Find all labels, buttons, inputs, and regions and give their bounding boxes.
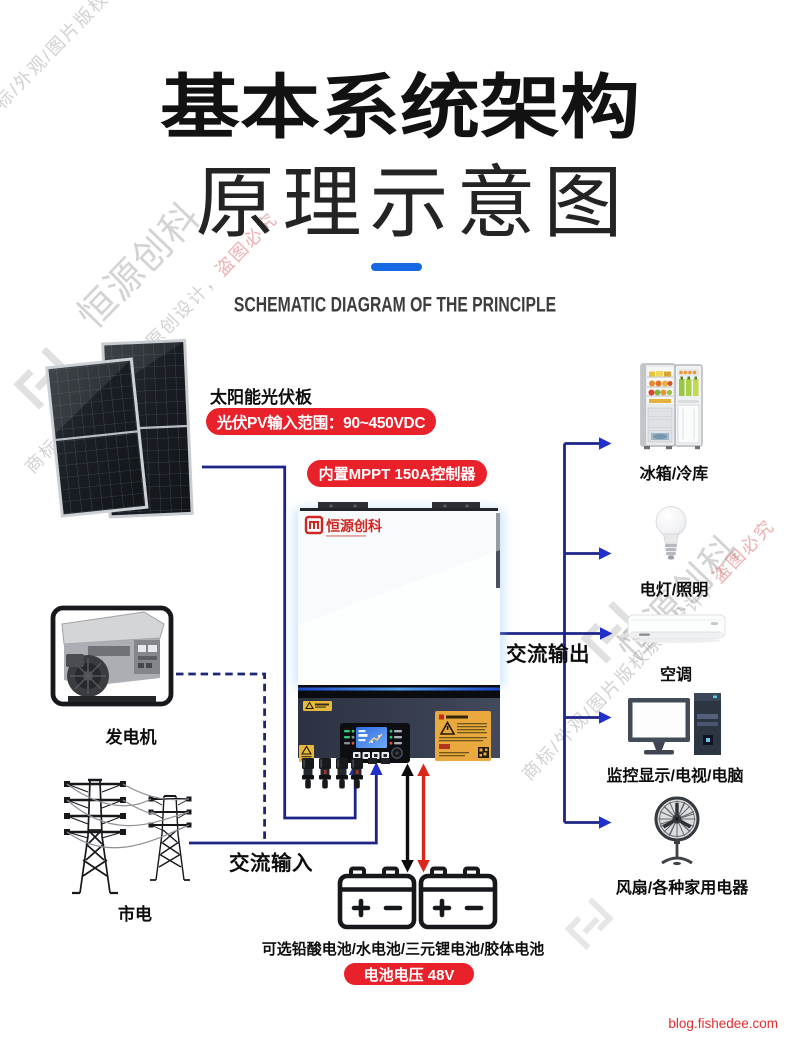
generator-label: 发电机 [105,728,157,747]
inverter-brand-text: 恒源创科 [326,518,382,534]
computer-tower [694,693,721,755]
fan-icon [654,796,700,866]
branch-light-arrowhead-icon [599,547,612,560]
ac-out-arrowhead-icon [600,627,613,640]
air-conditioner-icon [627,614,726,643]
power-towers-image [64,778,192,895]
battery-arrow-red-up-icon [417,763,430,776]
air-conditioner-label: 空调 [659,667,692,684]
battery-arrow-red-down-icon [417,860,430,873]
battery-icon [418,866,498,930]
title-divider [371,263,422,271]
inverter-mc4-connectors [302,758,390,789]
battery-arrow-black-up-icon [401,763,414,776]
computer-icon [628,693,721,755]
fan-label: 风扇/各种家用电器 [615,880,749,897]
battery-icon [337,866,417,930]
generator-image [50,605,174,707]
pv-input-range-badge: 光伏PV输入范围：90~450VDC [206,408,436,435]
ac-in-arrowhead-icon [370,762,383,775]
battery-options-label: 可选铅酸电池/水电池/三元锂电池/胶体电池 [261,941,545,958]
branch-fan-arrowhead-icon [599,816,612,829]
watermark-logo-icon [557,891,626,960]
light-bulb-icon [655,506,687,560]
branch-fridge-arrowhead-icon [599,437,612,450]
inverter-bracket [318,502,368,510]
ac-input-label: 交流输入 [229,852,313,875]
page-subtitle-english: SCHEMATIC DIAGRAM OF THE PRINCIPLE [233,292,557,317]
utility-grid-label: 市电 [118,905,152,924]
inverter-brand-logo [304,515,324,535]
site-credit: blog.fishedee.com [668,1016,778,1031]
light-bulb-label: 电灯/照明 [639,582,709,599]
inverter-qr-code [478,747,489,758]
branch-pc-arrowhead-icon [599,711,612,724]
ac-output-label: 交流输出 [506,643,590,666]
inverter-image: 恒源创科 [298,502,500,789]
mppt-controller-badge: 内置MPPT 150A控制器 [307,460,487,487]
inverter-lcd-screen [356,727,387,748]
pv-line [202,465,357,820]
battery-voltage-badge: 电池电压 48V [344,963,474,985]
computer-label: 监控显示/电视/电脑 [606,768,744,785]
battery-arrow-black-down-icon [401,860,414,873]
fridge-label: 冰箱/冷库 [639,466,709,483]
solar-panel-image [45,338,194,519]
generator-dashed-line [176,672,266,841]
inverter-caution-label [303,701,332,711]
ac-in-line [189,774,378,845]
page-subtitle: 原理示意图 [195,158,631,247]
solar-panel-label: 太阳能光伏板 [210,388,312,407]
inverter-control-panel [340,723,410,763]
fridge-icon [640,363,703,450]
page-title: 基本系统架构 [160,68,640,147]
inverter-warning-label [435,711,491,761]
